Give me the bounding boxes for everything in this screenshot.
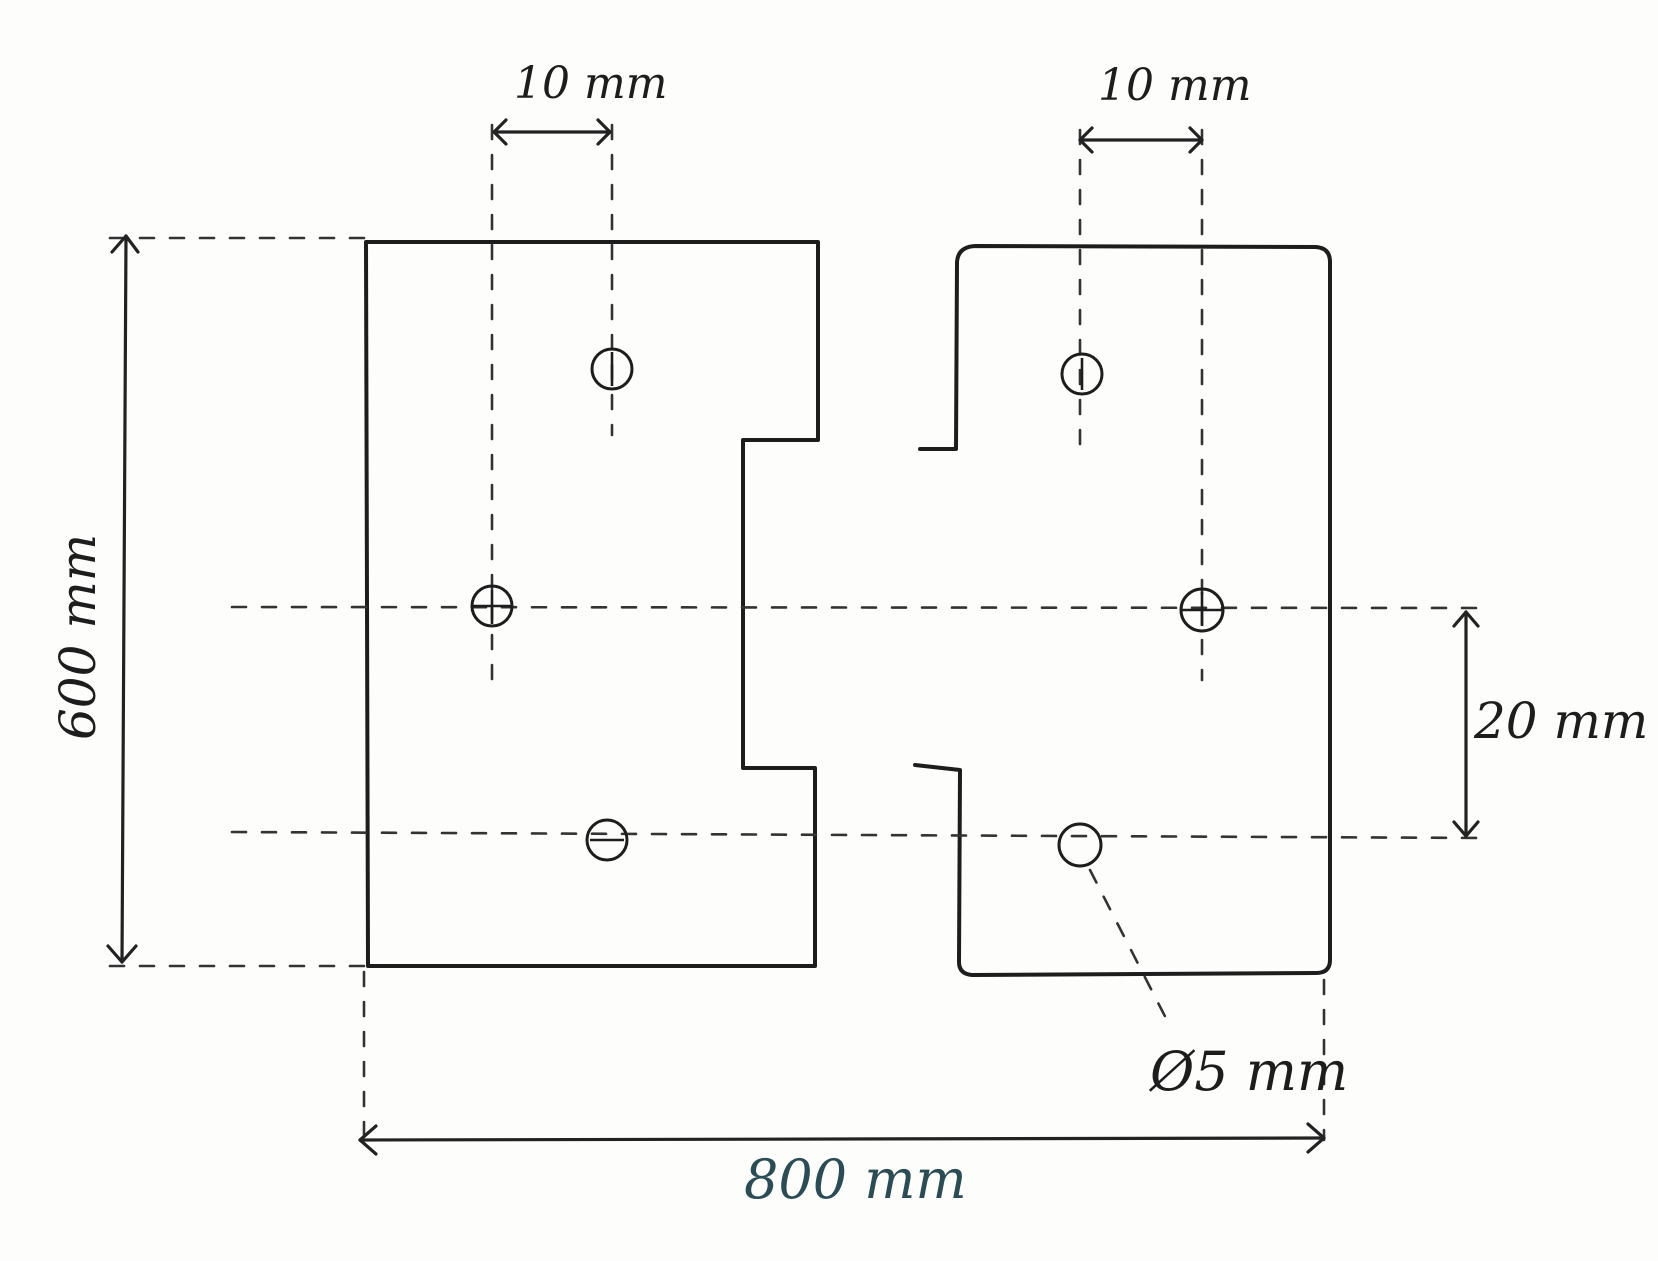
label-height: 600 mm [49,534,107,740]
label-width: 800 mm [744,1148,967,1211]
hole-left-middle [470,584,514,628]
hole-left-top [590,347,634,391]
hole-leader-line [1088,868,1174,1032]
label-top-right-spacing: 10 mm [1098,60,1251,111]
hole-right-bottom [1057,822,1103,868]
dimension-arrow-width [358,1122,1326,1156]
label-hole-diameter: Ø5 mm [1148,1040,1348,1103]
hole-right-middle [1179,587,1225,633]
label-top-left-spacing: 10 mm [514,58,667,109]
left-plate-outline [364,240,820,968]
dimension-arrow-top-right [1078,126,1204,154]
hole-right-top [1060,352,1104,396]
centerline-horizontal-middle [230,605,1490,610]
dimension-arrow-height [106,234,140,964]
hole-left-bottom [585,818,629,862]
centerline-horizontal-bottom [230,830,1490,840]
label-right-spacing: 20 mm [1473,692,1648,750]
dimension-arrow-top-left [492,118,612,146]
right-plate-outline [913,244,1332,977]
dimension-arrow-right [1452,610,1480,838]
